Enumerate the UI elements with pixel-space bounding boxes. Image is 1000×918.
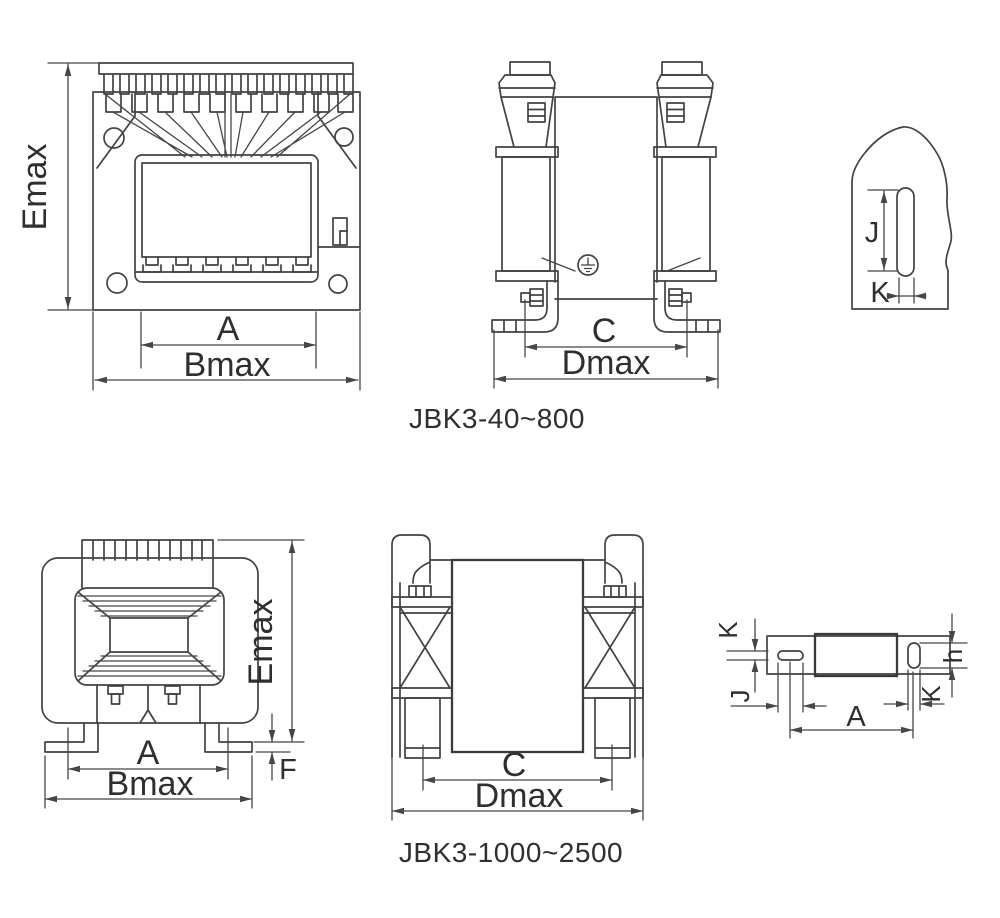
dim-h-detail: h: [919, 613, 968, 698]
caption-jbk3-1000-2500: JBK3-1000~2500: [399, 837, 623, 868]
dim-j-bottom-detail: J: [725, 662, 827, 713]
dim-label-dmax: Dmax: [562, 344, 651, 382]
foot-slot-detail: J K: [851, 126, 953, 310]
dim-label-c-2: C: [502, 746, 527, 784]
dim-k-detail: K: [870, 277, 927, 309]
dim-k-top-detail: K: [713, 618, 769, 693]
dim-a-top: A: [140, 310, 317, 369]
front-view-small-transformer: Emax A Bmax: [16, 62, 361, 391]
side-view-small-transformer: C Dmax: [491, 61, 721, 389]
dim-k-right-detail: K: [883, 669, 946, 711]
wire-fan: [104, 93, 351, 158]
dim-dmax-bottom: Dmax: [391, 756, 644, 821]
ground-icon: [577, 254, 599, 276]
dim-label-j: J: [865, 217, 880, 249]
front-view-large-transformer: Emax F A Bmax: [41, 539, 305, 809]
dim-label-f: F: [279, 754, 297, 786]
dim-j-detail: J: [865, 189, 899, 272]
dim-label-h: h: [938, 649, 968, 663]
dim-c-top: C: [524, 299, 688, 358]
caption-jbk3-40-800: JBK3-40~800: [409, 403, 585, 434]
dim-label-emax-2: Emax: [242, 599, 280, 686]
dim-a-detail: A: [789, 661, 914, 739]
dim-label-a-3: A: [846, 701, 866, 733]
dim-label-a: A: [217, 310, 240, 348]
dim-dmax-top: Dmax: [493, 329, 719, 389]
dim-label-a-2: A: [137, 734, 160, 772]
dim-label-bmax: Bmax: [184, 346, 271, 384]
dim-label-k-top: K: [713, 621, 743, 639]
dim-label-j-2: J: [725, 690, 755, 703]
base-plate-detail: K J A h K: [713, 613, 968, 739]
dim-label-c: C: [592, 312, 617, 350]
dim-label-dmax-2: Dmax: [475, 777, 564, 815]
dim-bmax-bottom: Bmax: [44, 755, 253, 809]
latch-clip: [332, 217, 348, 246]
side-view-large-transformer: C Dmax: [391, 534, 644, 821]
dim-label-k-right: K: [916, 685, 946, 703]
dim-c-bottom: C: [422, 744, 613, 791]
dim-f-bottom: F: [255, 713, 297, 786]
dim-label-emax: Emax: [16, 144, 54, 231]
dim-emax-top: Emax: [16, 62, 100, 311]
dim-a-bottom: A: [67, 727, 229, 780]
dim-emax-bottom: Emax: [217, 539, 305, 743]
dim-label-bmax-2: Bmax: [107, 765, 194, 803]
dim-bmax-top: Bmax: [92, 311, 361, 391]
dim-label-k: K: [870, 277, 890, 309]
